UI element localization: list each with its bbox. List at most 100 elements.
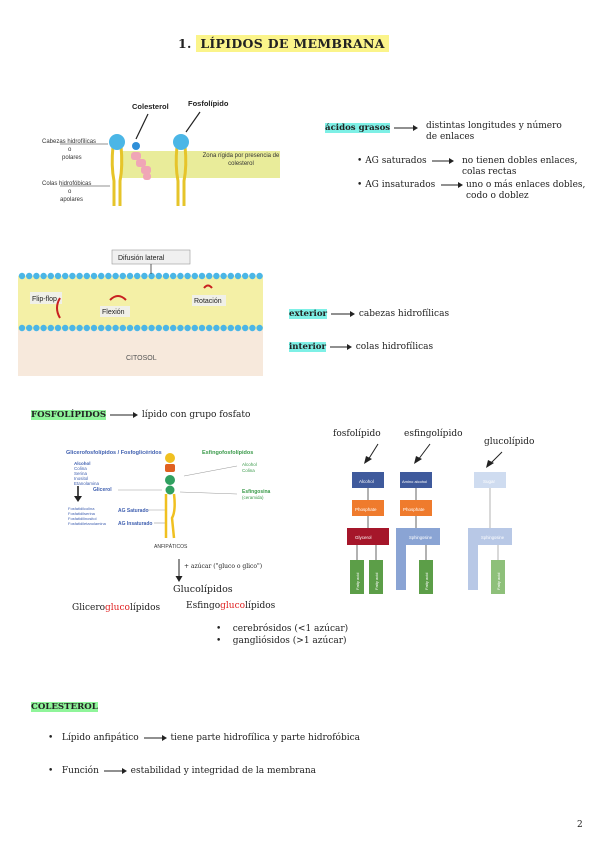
lipid-head bbox=[249, 272, 256, 280]
acidos-row: ácidos grasos bbox=[325, 123, 419, 133]
label-o1: o bbox=[68, 147, 72, 153]
rotacion-arrow-icon bbox=[203, 284, 213, 289]
alcohol-list-item: Inositol bbox=[74, 476, 88, 481]
down-arrow-icon bbox=[74, 496, 82, 502]
label-o2: o bbox=[68, 189, 72, 195]
label-flexion: Flexión bbox=[102, 309, 125, 316]
lipid-head bbox=[162, 272, 170, 280]
arrow-icon bbox=[143, 734, 167, 741]
label-colesterol: Colesterol bbox=[132, 102, 169, 111]
insaturados-desc-2: codo o doblez bbox=[466, 191, 529, 201]
page-number: 2 bbox=[577, 820, 583, 830]
lipid-head bbox=[33, 272, 40, 280]
acidos-label: ácidos grasos bbox=[325, 123, 391, 133]
label-esfingosina: Esfingosina bbox=[242, 489, 271, 495]
lipid-head bbox=[170, 324, 177, 332]
lipid-head bbox=[213, 324, 220, 332]
flexion-arrow-icon bbox=[109, 295, 127, 301]
fosfo-row: FOSFOLÍPIDOS lípido con grupo fosfato bbox=[31, 410, 250, 420]
label-ag-saturado: AG Saturado bbox=[118, 508, 149, 514]
lipid-head bbox=[148, 272, 155, 280]
lipid-head bbox=[242, 272, 249, 280]
interior-desc: colas hidrofílicas bbox=[355, 342, 434, 352]
lipid-head bbox=[112, 272, 119, 280]
lipid-head bbox=[256, 324, 263, 332]
label-difusion: Difusión lateral bbox=[118, 255, 165, 262]
label-apolares: apolares bbox=[60, 197, 83, 203]
fosfo-desc: lípido con grupo fosfato bbox=[141, 410, 251, 420]
lipid-head bbox=[170, 272, 177, 280]
lipid-head bbox=[148, 324, 155, 332]
glucolipidos-label: Glucolípidos bbox=[173, 584, 233, 595]
esfingoglucolipidos: Esfingoglucolípidos bbox=[186, 601, 275, 611]
saturados-desc-1: no tienen dobles enlaces, bbox=[462, 156, 578, 166]
box-sugar: Sugar bbox=[483, 479, 496, 484]
lipid-head bbox=[177, 324, 184, 332]
colesterol-item-2-desc: estabilidad y integridad de la membrana bbox=[130, 766, 317, 776]
lipid-head bbox=[141, 272, 148, 280]
glicero-pre: Glicero bbox=[72, 603, 106, 613]
label-esfingo-title: Esfingofosfolípidos bbox=[202, 450, 253, 456]
arrow-icon bbox=[330, 310, 355, 317]
lipid-head bbox=[184, 272, 191, 280]
lipid-head bbox=[227, 324, 234, 332]
lipid-head bbox=[69, 272, 76, 280]
label-colas: Colas hidrofóbicas bbox=[42, 181, 91, 187]
alcohol-list-item: Alcohol bbox=[74, 461, 91, 466]
lipid-head bbox=[206, 324, 213, 332]
label-colina-right: Colina bbox=[242, 468, 255, 473]
colesterol-heading: COLESTEROL bbox=[31, 702, 98, 712]
colesterol-item-2-label: Función bbox=[61, 766, 99, 776]
lipid-head bbox=[191, 324, 198, 332]
insaturados-row: • AG insaturados bbox=[357, 180, 464, 190]
lipid-head bbox=[141, 324, 148, 332]
saturados-row: • AG saturados bbox=[357, 156, 455, 166]
lipid-head bbox=[18, 272, 26, 280]
glicero-post: lípidos bbox=[129, 603, 161, 613]
esfingo-pre: Esfingo bbox=[186, 601, 221, 611]
lipid-head bbox=[155, 324, 162, 332]
lipid-head bbox=[184, 324, 191, 332]
lipid-head bbox=[62, 272, 69, 280]
azucar-note: + azúcar ("gluco o glico") bbox=[184, 563, 263, 570]
lipid-head bbox=[206, 272, 213, 280]
lipid-head bbox=[83, 324, 91, 332]
acidos-desc-1: distintas longitudes y número bbox=[426, 121, 562, 131]
lipid-head bbox=[213, 272, 220, 280]
lipid-head bbox=[119, 272, 127, 280]
lipid-head bbox=[40, 324, 47, 332]
derivado-item: Fosfatidilcolina bbox=[68, 506, 95, 511]
lipid-head bbox=[76, 272, 83, 280]
lipid-head bbox=[256, 272, 263, 280]
lipid-head bbox=[119, 324, 127, 332]
arrow-icon bbox=[414, 456, 422, 464]
box-glycerol: Glycerol bbox=[355, 535, 372, 540]
box-sphingosine: Sphingosine bbox=[409, 535, 433, 540]
label-alcohol-right: Alcohol bbox=[242, 462, 257, 467]
glicero-mid: gluco bbox=[105, 603, 130, 613]
label-polares: polares bbox=[62, 155, 82, 161]
arrow-icon bbox=[103, 767, 127, 774]
lipid-head bbox=[220, 324, 227, 332]
box-fatty-acid: Fatty acid bbox=[374, 573, 379, 590]
subtype-gangliosidos: gangliósidos (>1 azúcar) bbox=[232, 636, 347, 646]
label-zona: Zona rígida por presencia de colesterol bbox=[202, 153, 280, 167]
lipid-head bbox=[47, 324, 54, 332]
derivado-item: Fosfatidilserina bbox=[68, 511, 96, 516]
lipid-head bbox=[105, 272, 112, 280]
gliceroglucolipidos: Gliceroglucolípidos bbox=[72, 603, 160, 613]
insaturados-desc-1: uno o más enlaces dobles, bbox=[466, 180, 586, 190]
lipid-head bbox=[90, 272, 98, 280]
box-fatty-acid: Fatty acid bbox=[424, 573, 429, 590]
box-sphingosine: Sphingosine bbox=[481, 535, 505, 540]
esfingo-post: lípidos bbox=[245, 601, 276, 611]
flipflop-arrow-icon bbox=[56, 297, 61, 319]
title-text: LÍPIDOS DE MEMBRANA bbox=[196, 35, 389, 52]
colesterol-item-2: • Función estabilidad y integridad de la… bbox=[48, 766, 317, 776]
colesterol-item-1-label: Lípido anfipático bbox=[61, 733, 139, 743]
lipid-head bbox=[134, 272, 141, 280]
lipid-head bbox=[26, 272, 33, 280]
lipid-head bbox=[112, 324, 119, 332]
derivado-item: Fosfatidilinositol bbox=[68, 516, 97, 521]
box-fatty-acid: Fatty acid bbox=[496, 573, 501, 590]
